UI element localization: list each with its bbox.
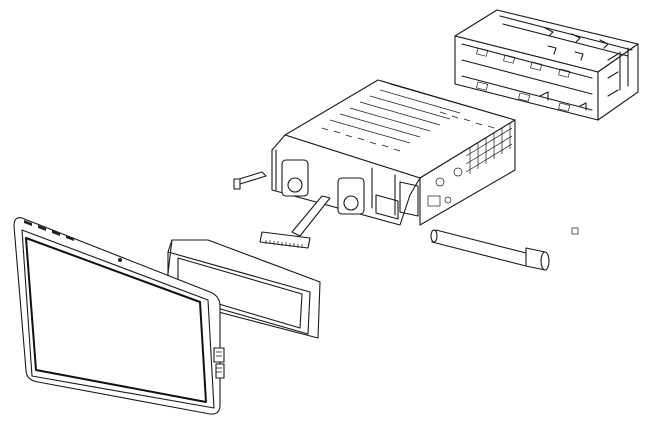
- side-vents: [427, 123, 513, 207]
- top-vents: [321, 83, 495, 152]
- touch-screen-panel: [13, 217, 225, 415]
- screw-rod: [430, 229, 550, 271]
- mounting-cage: [454, 9, 639, 121]
- cage-clips: [476, 27, 629, 112]
- front-brackets: [275, 149, 419, 220]
- side-mount: [213, 347, 225, 379]
- release-key: [233, 171, 267, 190]
- head-unit-chassis: [271, 79, 516, 226]
- ribbon-cable: [259, 195, 331, 249]
- top-buttons: [24, 220, 122, 262]
- connector-pins: [265, 240, 303, 248]
- small-square-marker: [571, 227, 579, 235]
